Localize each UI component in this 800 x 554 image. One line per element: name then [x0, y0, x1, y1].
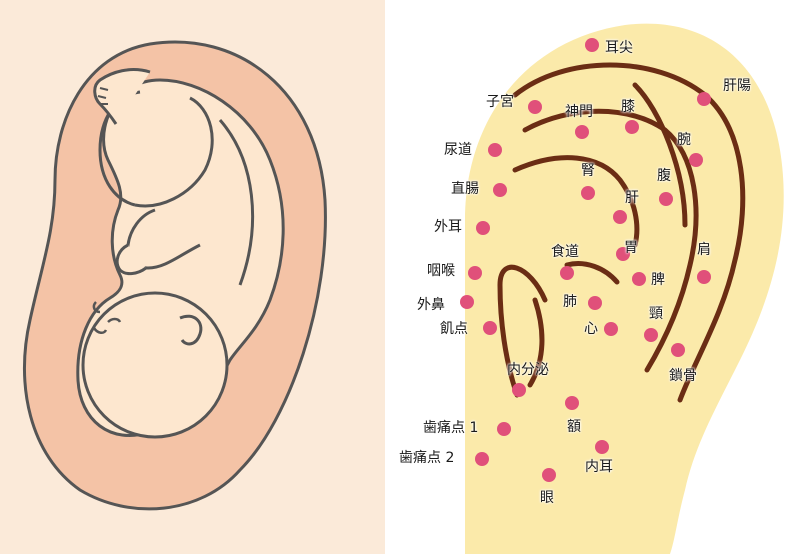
point-label-gaku: 額	[567, 419, 581, 435]
point-label-mimisaki: 耳尖	[605, 40, 633, 56]
point-dot-shikyu	[528, 100, 542, 114]
point-label-wan: 腕	[677, 132, 691, 148]
point-dot-me	[542, 468, 556, 482]
ear-outline-drawing	[465, 23, 784, 554]
point-label-fuku: 腹	[657, 168, 671, 184]
fetus-thigh	[134, 96, 214, 208]
point-dot-jin	[581, 186, 595, 200]
point-label-hiza: 膝	[621, 99, 635, 115]
fetus-back	[218, 119, 255, 286]
point-label-i: 胃	[624, 240, 638, 256]
point-dot-naibunpitsu	[512, 383, 526, 397]
fetus-nose	[92, 301, 101, 314]
helix-crus-line	[564, 261, 620, 285]
point-dot-chokucho	[493, 183, 507, 197]
point-label-naibunpitsu: 内分泌	[507, 362, 549, 378]
point-dot-naiji	[595, 440, 609, 454]
point-dot-shitsu2	[475, 452, 489, 466]
point-label-kanyo: 肝陽	[723, 78, 751, 94]
point-label-naiji: 内耳	[585, 459, 613, 475]
point-dot-inko	[468, 266, 482, 280]
point-dot-shokudo	[560, 266, 574, 280]
upper-crus-line	[632, 82, 688, 228]
fetus-foot	[93, 68, 151, 125]
point-label-sakotsu: 鎖骨	[669, 368, 697, 384]
point-label-chokucho: 直腸	[451, 181, 479, 197]
point-dot-gaku	[565, 396, 579, 410]
point-dot-hi	[632, 272, 646, 286]
point-dot-wan	[689, 153, 703, 167]
point-label-shikyu: 子宮	[486, 94, 514, 110]
point-label-shitsu2: 歯痛点 2	[399, 450, 455, 466]
concha-line	[512, 155, 640, 248]
fetus-ear	[179, 314, 203, 346]
helix-line	[512, 62, 746, 403]
point-dot-shitsu1	[497, 422, 511, 436]
point-label-nyodo: 尿道	[444, 142, 472, 158]
point-dot-mimisaki	[585, 38, 599, 52]
point-label-gaibi: 外鼻	[417, 297, 445, 313]
point-label-hi: 脾	[651, 272, 665, 288]
point-dot-ken	[697, 270, 711, 284]
point-label-ken: 肩	[697, 242, 711, 258]
point-dot-kei	[644, 328, 658, 342]
point-label-shin: 心	[584, 321, 598, 337]
point-label-shitsu1: 歯痛点 1	[423, 420, 479, 436]
tragus-line	[497, 264, 548, 398]
point-label-shinmon: 神門	[565, 104, 593, 120]
antitragus-line	[527, 297, 545, 388]
point-dot-kan	[613, 210, 627, 224]
point-label-jin: 腎	[581, 163, 595, 179]
fetus-toes	[97, 87, 109, 105]
point-dot-fuku	[659, 192, 673, 206]
point-dot-shin	[604, 322, 618, 336]
point-dot-sakotsu	[671, 343, 685, 357]
point-dot-hai	[588, 296, 602, 310]
ear-shape	[465, 23, 784, 554]
fetus-mouth	[92, 327, 108, 334]
point-label-kan: 肝	[625, 190, 639, 206]
antihelix-line	[522, 108, 699, 373]
point-dot-gaibi	[460, 295, 474, 309]
fetus-in-womb-illustration	[22, 40, 327, 511]
point-dot-kiten	[483, 321, 497, 335]
point-label-me: 眼	[540, 490, 554, 506]
point-dot-shinmon	[575, 125, 589, 139]
fetus-eye	[107, 317, 122, 323]
ear-acupoint-map-panel: 耳尖 肝陽 子宮 神門 膝 尿道 腕 腎 腹 直腸 肝 外耳 食道 胃 肩 咽喉…	[385, 0, 800, 554]
fetus-illustration-panel	[0, 0, 385, 554]
point-label-shokudo: 食道	[551, 244, 579, 260]
fetus-hand	[115, 243, 147, 276]
point-dot-i	[616, 247, 630, 261]
point-dot-nyodo	[488, 143, 502, 157]
point-label-hai: 肺	[563, 294, 577, 310]
point-dot-hiza	[625, 120, 639, 134]
point-label-kiten: 飢点	[440, 321, 468, 337]
point-label-gaiji: 外耳	[434, 219, 462, 235]
point-dot-gaiji	[476, 221, 490, 235]
point-label-kei: 頸	[649, 306, 663, 322]
point-label-inko: 咽喉	[427, 263, 455, 279]
point-dot-kanyo	[697, 92, 711, 106]
fetus-head	[81, 291, 229, 439]
